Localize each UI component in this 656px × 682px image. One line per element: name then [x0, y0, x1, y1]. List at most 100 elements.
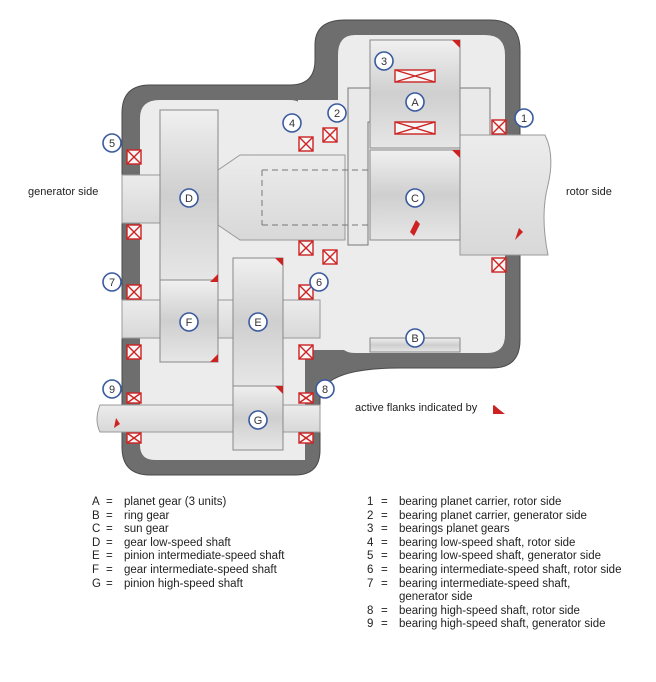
legend-row-continuation: generator side [367, 591, 621, 605]
bearing-3b [394, 121, 436, 135]
legend-row: 2 = bearing planet carrier, generator side [367, 510, 621, 524]
intermediate-shaft [121, 299, 321, 339]
callout-b-text: B [411, 333, 418, 345]
generator-side-label: generator side [28, 186, 99, 198]
legend-text: pinion high-speed shaft [124, 577, 243, 590]
legend-equals: = [106, 536, 113, 549]
legend-row: D = gear low-speed shaft [92, 537, 284, 551]
legend-row: 4=bearing low-speed shaft, rotor side [367, 537, 621, 551]
callout-d [179, 188, 199, 208]
bearing-9 [126, 392, 142, 404]
legend-key: 1 [367, 496, 374, 508]
legend-text: planet gear (3 units) [124, 496, 227, 508]
legend-text: bearings planet gears [399, 523, 510, 536]
bearing-5 [126, 149, 142, 165]
legend-equals: = [106, 509, 113, 522]
legend-equals: = [381, 496, 388, 508]
callout-1 [514, 108, 534, 128]
bearing-5b [126, 224, 142, 240]
callout-g [248, 410, 268, 430]
legend-key: 3 [367, 523, 374, 536]
callout-9-text: 9 [109, 384, 115, 396]
legend-key: 7 [367, 577, 374, 590]
legend-key: D [92, 536, 101, 549]
callout-f [179, 312, 199, 332]
legend-text: sun gear [124, 523, 169, 536]
callout-4-text: 4 [289, 118, 295, 130]
callout-3 [374, 51, 394, 71]
callout-7-text: 7 [109, 277, 115, 289]
active-flanks-label: active flanks indicated by [355, 402, 478, 414]
legend-equals: = [106, 523, 113, 536]
bearing-1b [491, 257, 507, 273]
legend-row: 8=bearing high-speed shaft, rotor side [367, 605, 621, 619]
bearing-6 [298, 284, 314, 300]
legend-text: gear low-speed shaft [124, 536, 231, 549]
legend-key: 2 [367, 509, 374, 522]
legend-key: A [92, 496, 100, 508]
legend-text: bearing low-speed shaft, rotor side [399, 536, 576, 549]
legend-key: 8 [367, 604, 374, 617]
bearing-4b [298, 240, 314, 256]
callout-1-text: 1 [521, 113, 527, 125]
bearing-legend: 1 = bearing planet carrier, rotor side 2 = b… [367, 496, 621, 632]
legend-text: generator side [399, 591, 473, 604]
legend-equals: = [381, 618, 388, 631]
legend-equals: = [381, 523, 388, 536]
legend-row: F=gear intermediate-speed shaft [92, 564, 284, 578]
legend-equals: = [106, 577, 113, 590]
legend-text: bearing high-speed shaft, generator side [399, 618, 606, 631]
callout-b [405, 328, 425, 348]
legend-text: bearing planet carrier, rotor side [399, 496, 562, 508]
legend-text: ring gear [124, 509, 170, 522]
callout-9 [102, 379, 122, 399]
callout-2-text: 2 [334, 108, 340, 120]
legend-row: 1 = bearing planet carrier, rotor side [367, 496, 621, 510]
legend-text: bearing low-speed shaft, generator side [399, 550, 602, 563]
legend-row: A = planet gear (3 units) [92, 496, 284, 510]
legend-key: 4 [367, 536, 374, 549]
bearings [126, 69, 507, 444]
legend-row: C = sun gear [92, 523, 284, 537]
legend-key: 5 [367, 550, 374, 563]
legend-text: bearing planet carrier, generator side [399, 509, 587, 522]
legend-text: pinion intermediate-speed shaft [124, 550, 285, 563]
legend-key: 6 [367, 563, 374, 576]
legend-text: bearing intermediate-speed shaft, rotor … [399, 563, 622, 576]
legend-key: C [92, 523, 101, 536]
legend-equals: = [106, 496, 113, 508]
legend-equals: = [381, 509, 388, 522]
callout-5-text: 5 [109, 138, 115, 150]
callout-5 [102, 133, 122, 153]
legend-equals: = [381, 563, 388, 576]
legend-row: B = ring gear [92, 510, 284, 524]
rotation-arrows [114, 220, 523, 428]
component-legend: A = planet gear (3 units) B = ring gear C = su… [92, 496, 284, 591]
callout-e-text: E [254, 317, 261, 329]
bearing-2 [322, 127, 338, 143]
legend-row: E = pinion intermediate-speed shaft [92, 550, 284, 564]
bearing-8b [298, 432, 314, 444]
legend-equals: = [106, 563, 113, 576]
letter-callouts [179, 92, 425, 430]
callout-c-text: C [411, 193, 419, 205]
legend-row: 5 = bearing low-speed shaft, generator sid… [367, 550, 621, 564]
callout-a [405, 92, 425, 112]
legend-text: gear intermediate-speed shaft [124, 563, 277, 576]
legend-key: 9 [367, 618, 374, 631]
legend-equals: = [106, 550, 113, 563]
legend-equals: = [381, 577, 388, 590]
legend-key: B [92, 509, 100, 522]
high-speed-shaft [96, 404, 321, 433]
callout-e [248, 312, 268, 332]
bearing-8 [298, 392, 314, 404]
bearing-9b [126, 432, 142, 444]
legend-row: 6 = bearing intermediate-speed shaft, roto… [367, 564, 621, 578]
callout-c [405, 188, 425, 208]
legend-key: E [92, 550, 100, 563]
bearing-1 [491, 119, 507, 135]
legend-row: 7=bearing intermediate-speed shaft, [367, 578, 621, 592]
bearing-2b [322, 249, 338, 265]
legend-equals: = [381, 550, 388, 563]
callout-6 [309, 272, 329, 292]
